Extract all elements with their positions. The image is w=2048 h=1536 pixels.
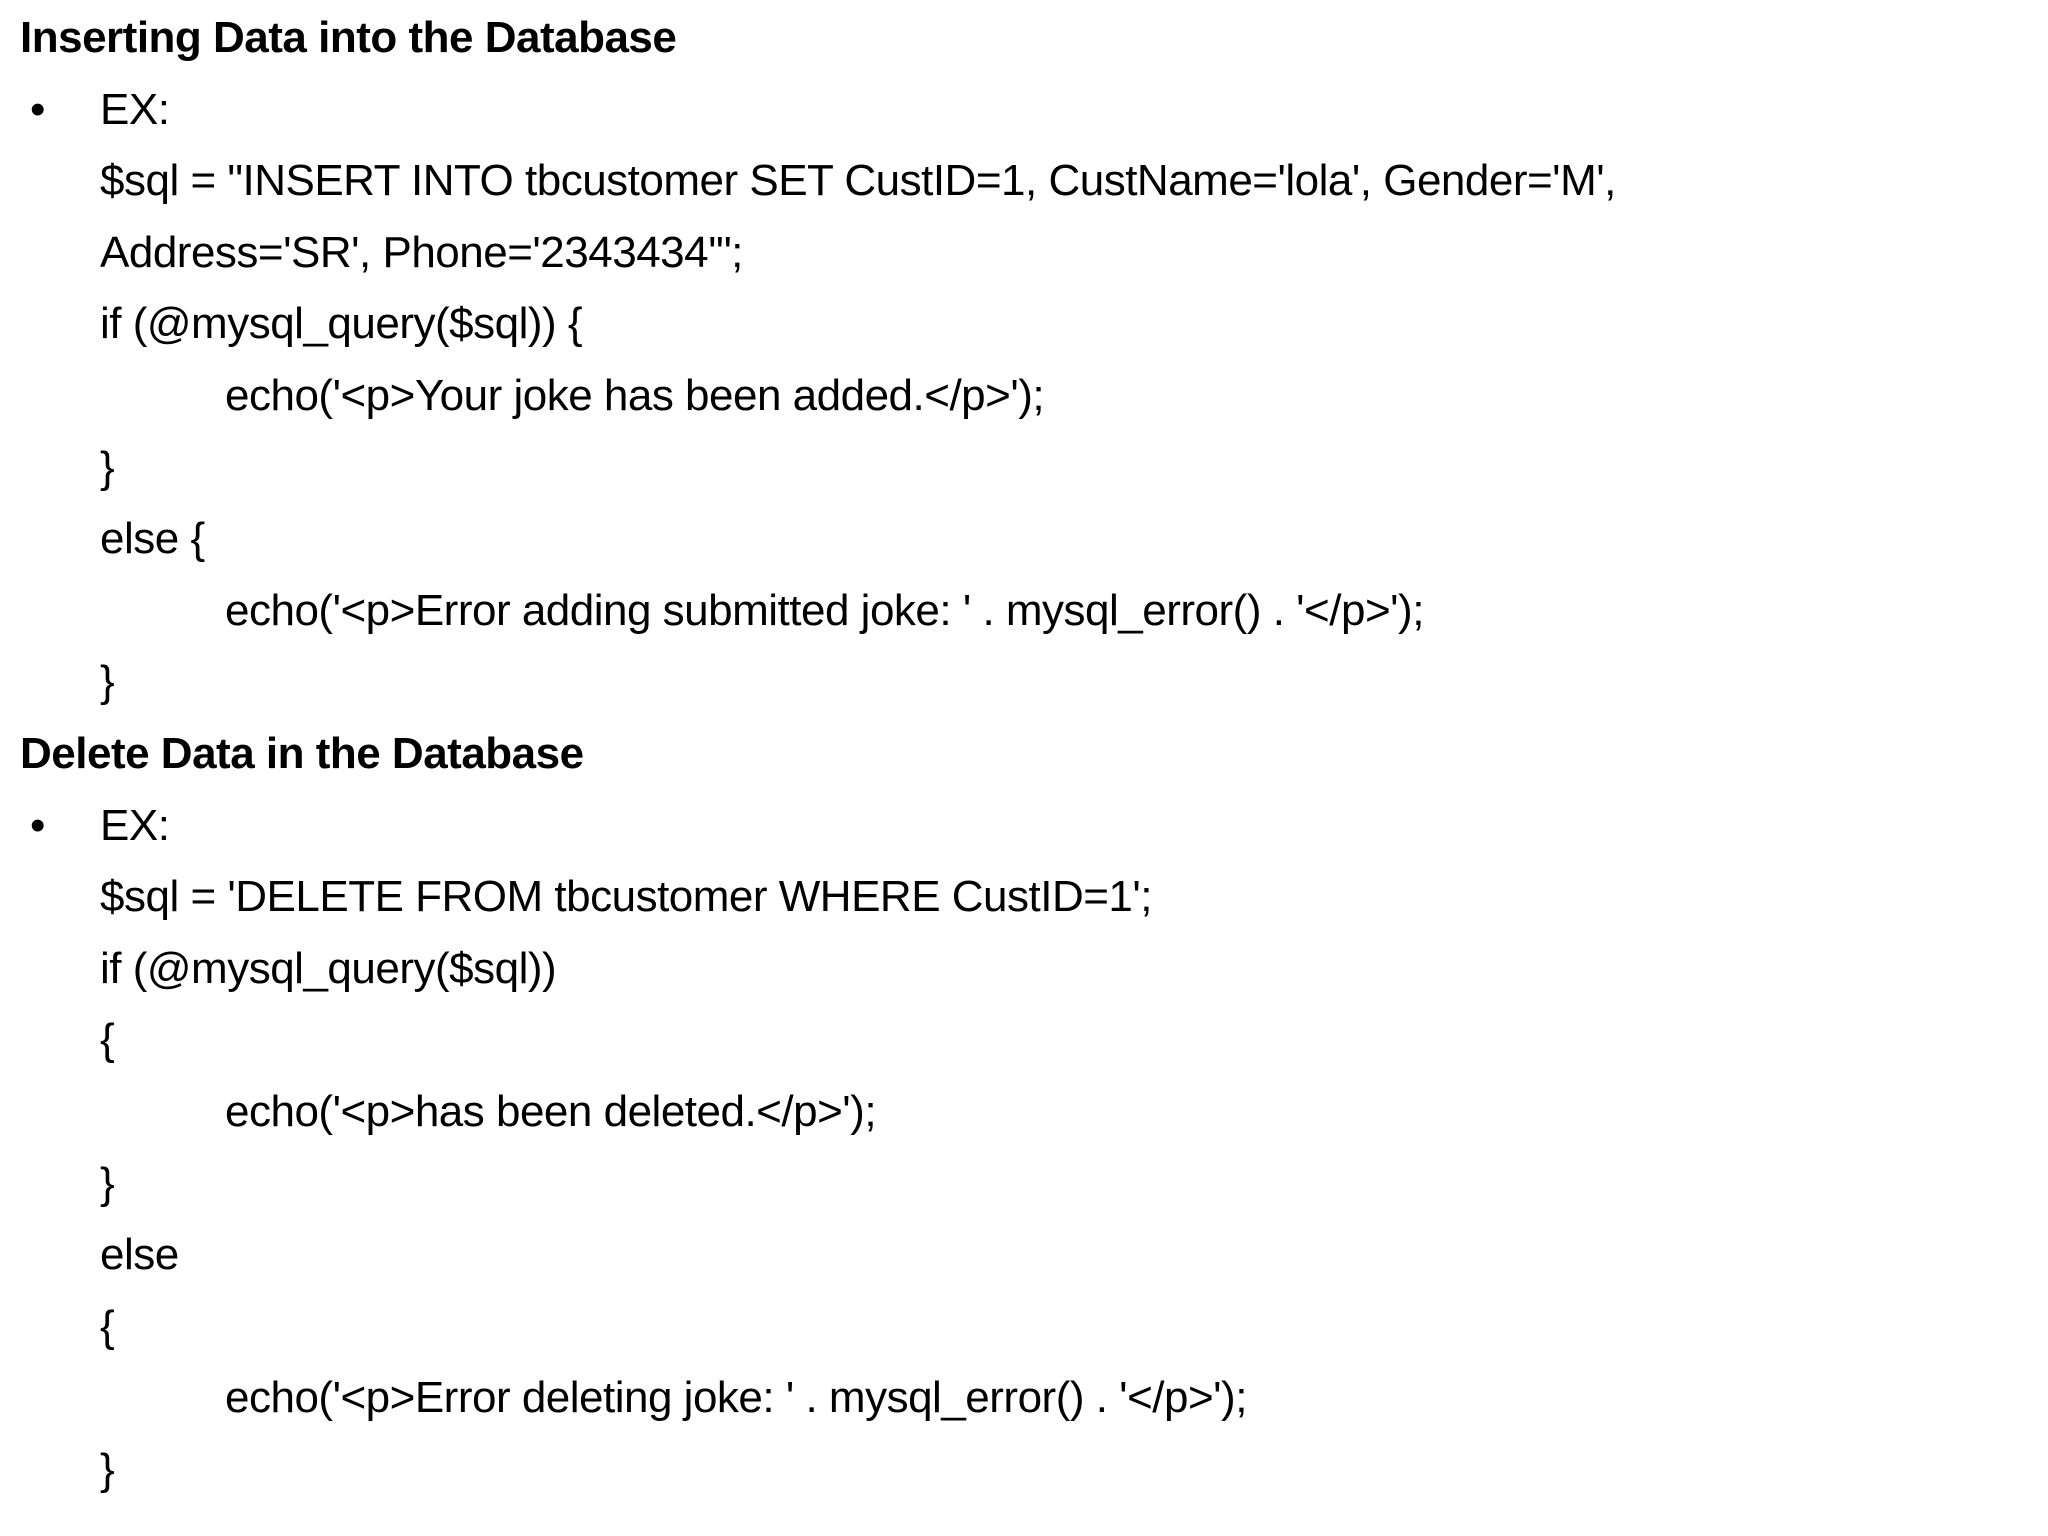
code-line: echo('<p>Your joke has been added.</p>')…: [225, 370, 1045, 420]
bullet-item: • EX:: [0, 74, 2048, 146]
code-line: }: [100, 657, 115, 707]
code-line: $sql = "INSERT INTO tbcustomer SET CustI…: [100, 156, 1616, 206]
code-line: if (@mysql_query($sql)) {: [100, 299, 583, 349]
code-line: echo('<p>has been deleted.</p>');: [225, 1086, 877, 1136]
code-line: {: [100, 1301, 115, 1351]
section-heading: Delete Data in the Database: [20, 728, 584, 778]
bullet-item: • EX:: [0, 790, 2048, 862]
code-line: echo('<p>Error adding submitted joke: ' …: [225, 585, 1424, 635]
code-line: else: [100, 1230, 179, 1280]
bullet-icon: •: [30, 84, 45, 134]
code-line: }: [100, 1444, 115, 1494]
code-line: $sql = 'DELETE FROM tbcustomer WHERE Cus…: [100, 872, 1153, 922]
code-line: if (@mysql_query($sql)): [100, 943, 557, 993]
code-line: }: [100, 442, 115, 492]
bullet-label: EX:: [100, 84, 170, 134]
code-line: }: [100, 1158, 115, 1208]
bullet-label: EX:: [100, 800, 170, 850]
code-line: else {: [100, 514, 205, 564]
section-heading: Inserting Data into the Database: [20, 13, 677, 62]
bullet-icon: •: [30, 800, 45, 850]
code-line: {: [100, 1015, 115, 1065]
code-line: echo('<p>Error deleting joke: ' . mysql_…: [225, 1373, 1247, 1423]
code-line: Address='SR', Phone='2343434'";: [100, 227, 743, 277]
